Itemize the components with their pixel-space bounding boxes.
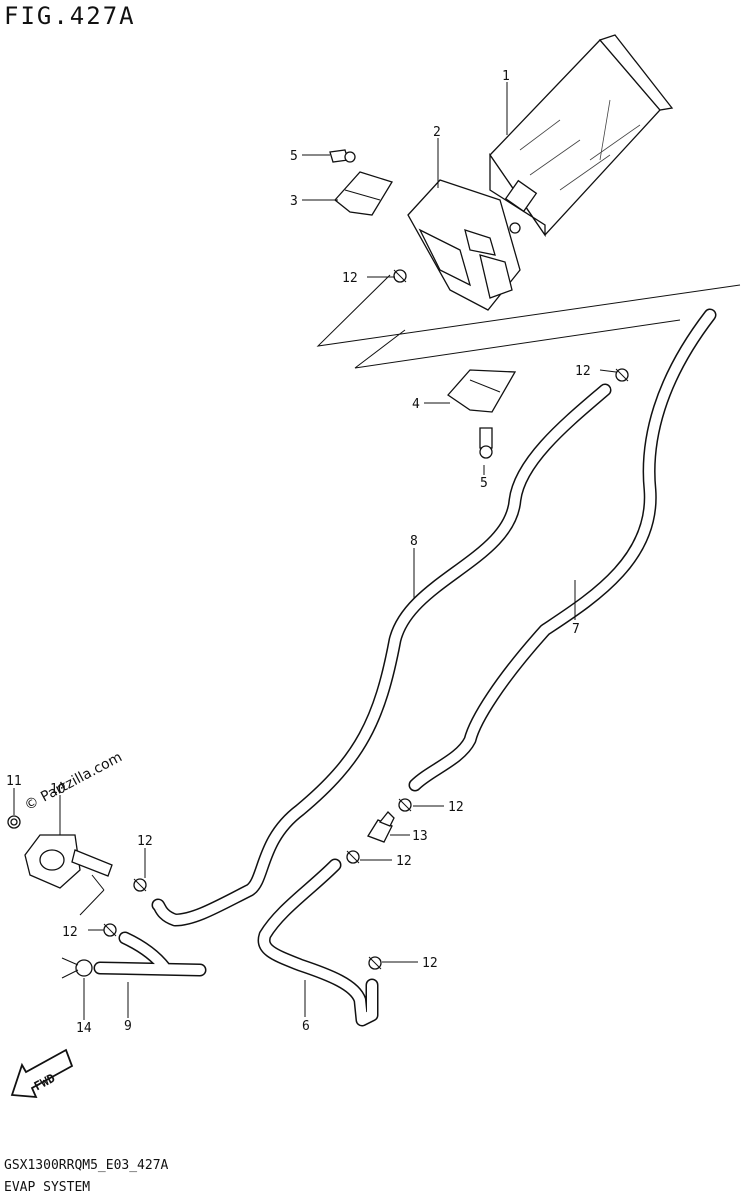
- callout-7: 7: [572, 622, 580, 637]
- part-cap-11[interactable]: [7, 815, 21, 829]
- part-clamp[interactable]: [398, 798, 412, 812]
- part-canister[interactable]: [489, 34, 674, 238]
- part-clamp[interactable]: [615, 368, 629, 382]
- part-bolt-upper[interactable]: [329, 149, 356, 163]
- break-line: [316, 274, 741, 369]
- callout-2: 2: [433, 125, 441, 140]
- part-joint-13[interactable]: [367, 811, 395, 843]
- callout-12: 12: [422, 956, 438, 971]
- part-cushion-4[interactable]: [447, 369, 517, 413]
- callout-5a: 5: [290, 149, 298, 164]
- figure-name: EVAP SYSTEM: [4, 1180, 91, 1195]
- callout-4: 4: [412, 397, 420, 412]
- callout-9: 9: [124, 1019, 132, 1034]
- leader-lines: [13, 82, 617, 1020]
- callout-labels: 1 2 3 4 5 5 6 7 8 9 10 11 12 12 12 12 12…: [6, 69, 591, 1036]
- callout-11: 11: [6, 774, 22, 789]
- callout-1: 1: [502, 69, 510, 84]
- part-bracket[interactable]: [407, 179, 521, 311]
- part-valve-10[interactable]: [24, 834, 113, 889]
- part-clamp[interactable]: [346, 850, 360, 864]
- part-clamp[interactable]: [393, 269, 407, 283]
- callout-8: 8: [410, 534, 418, 549]
- figure-title: FIG.427A: [4, 2, 136, 30]
- part-cushion-3[interactable]: [334, 171, 393, 216]
- callout-3: 3: [290, 194, 298, 209]
- callout-12: 12: [448, 800, 464, 815]
- callout-5b: 5: [480, 476, 488, 491]
- part-clip-14[interactable]: [61, 957, 93, 979]
- callout-12: 12: [396, 854, 412, 869]
- figure-code: GSX1300RRQM5_E03_427A: [4, 1158, 169, 1173]
- part-hose-8[interactable]: [151, 383, 612, 927]
- part-clamp[interactable]: [133, 878, 147, 892]
- part-clamp[interactable]: [368, 956, 382, 970]
- part-bolt-lower[interactable]: [479, 427, 493, 459]
- callout-12: 12: [342, 271, 358, 286]
- callout-6: 6: [302, 1019, 310, 1034]
- fwd-arrow-icon: FWD: [10, 1048, 74, 1099]
- callout-14: 14: [76, 1021, 92, 1036]
- callout-10: 10: [50, 782, 66, 797]
- part-clamp[interactable]: [103, 923, 117, 937]
- callout-12: 12: [575, 364, 591, 379]
- part-hose-9[interactable]: [93, 931, 207, 977]
- part-hose-7[interactable]: [408, 308, 717, 792]
- callout-12: 12: [137, 834, 153, 849]
- callout-13: 13: [412, 829, 428, 844]
- callout-12: 12: [62, 925, 78, 940]
- part-hose-6[interactable]: [257, 858, 379, 1027]
